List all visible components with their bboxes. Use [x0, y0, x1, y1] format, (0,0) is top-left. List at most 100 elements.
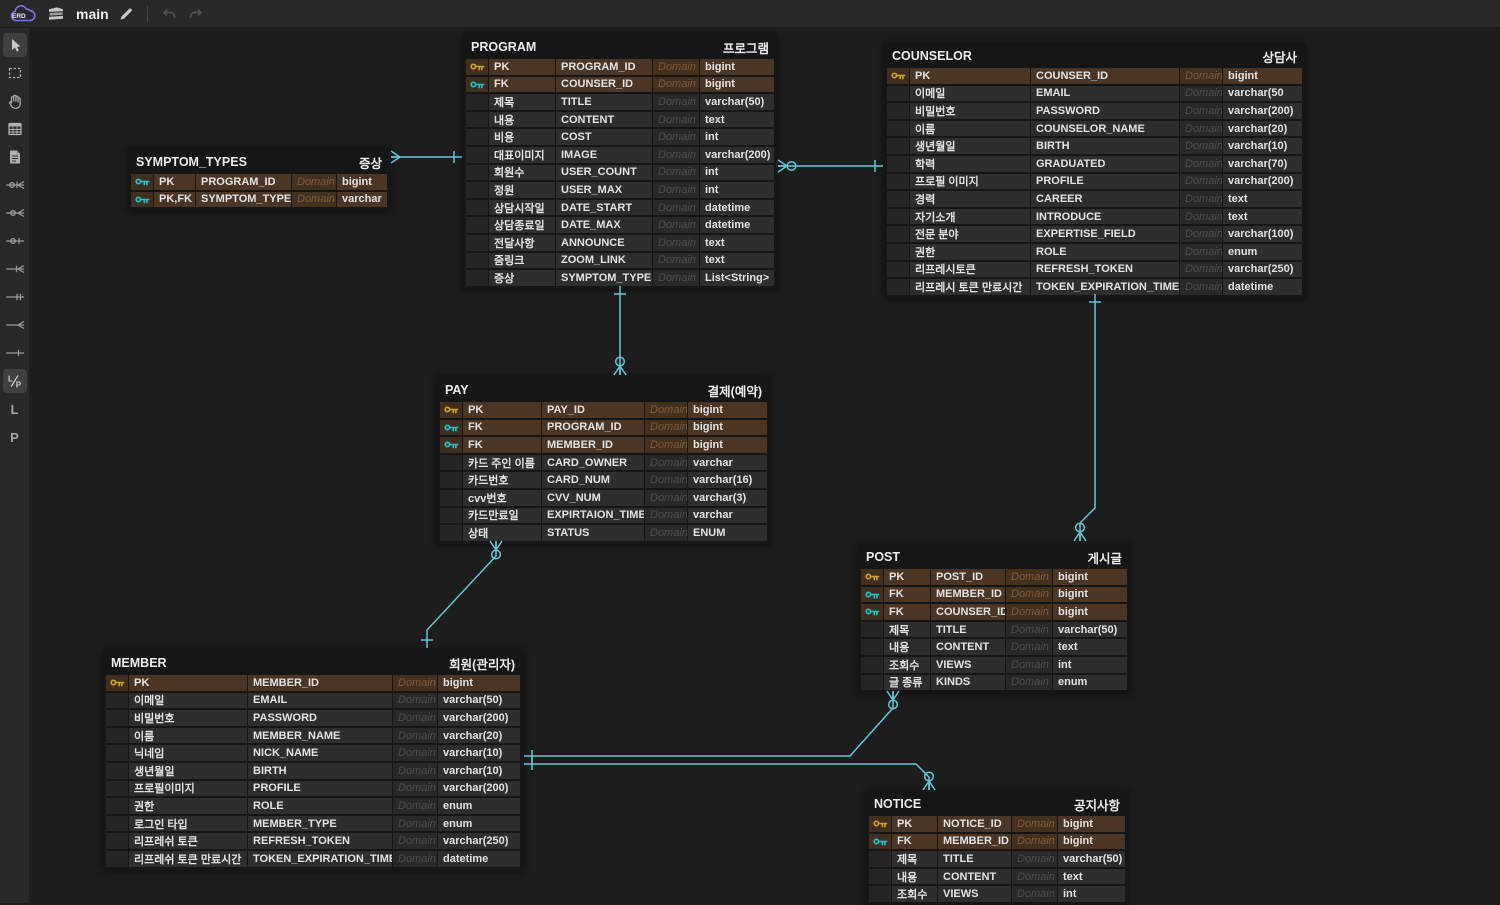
- relationship-n-tool[interactable]: [3, 313, 27, 337]
- column-physical-name: CVV_NUM: [542, 489, 644, 506]
- column-logical-name: 이메일: [129, 692, 247, 709]
- database-stack-icon[interactable]: [47, 6, 65, 22]
- redo-button[interactable]: [187, 7, 204, 21]
- rename-pencil-icon[interactable]: [118, 6, 134, 22]
- relationship-one-n-tool[interactable]: [3, 257, 27, 281]
- pan-tool[interactable]: [3, 89, 27, 113]
- select-tool[interactable]: [2, 33, 27, 57]
- table-physical-name: PROGRAM: [471, 40, 537, 54]
- relationship-zero-one-n-tool[interactable]: [3, 173, 27, 197]
- undo-button[interactable]: [161, 7, 178, 21]
- relationship-one-only-tool[interactable]: [3, 285, 27, 309]
- add-table-tool[interactable]: [3, 117, 27, 141]
- add-memo-tool[interactable]: [3, 145, 27, 169]
- drag-select-tool[interactable]: [3, 61, 27, 85]
- relationship-zero-one-tool[interactable]: [3, 229, 27, 253]
- column-logical-name: 이름: [129, 727, 247, 744]
- column-domain-placeholder: Domain: [653, 199, 699, 216]
- relationship-one-tool[interactable]: [3, 341, 27, 365]
- column-physical-name: EXPIRTAION_TIME: [542, 507, 644, 524]
- column-domain-placeholder: Domain: [1180, 208, 1222, 225]
- relationship-zero-n-tool[interactable]: [3, 201, 27, 225]
- name-display-physical-tool[interactable]: P: [3, 425, 27, 449]
- name-display-logical-tool[interactable]: L: [3, 397, 27, 421]
